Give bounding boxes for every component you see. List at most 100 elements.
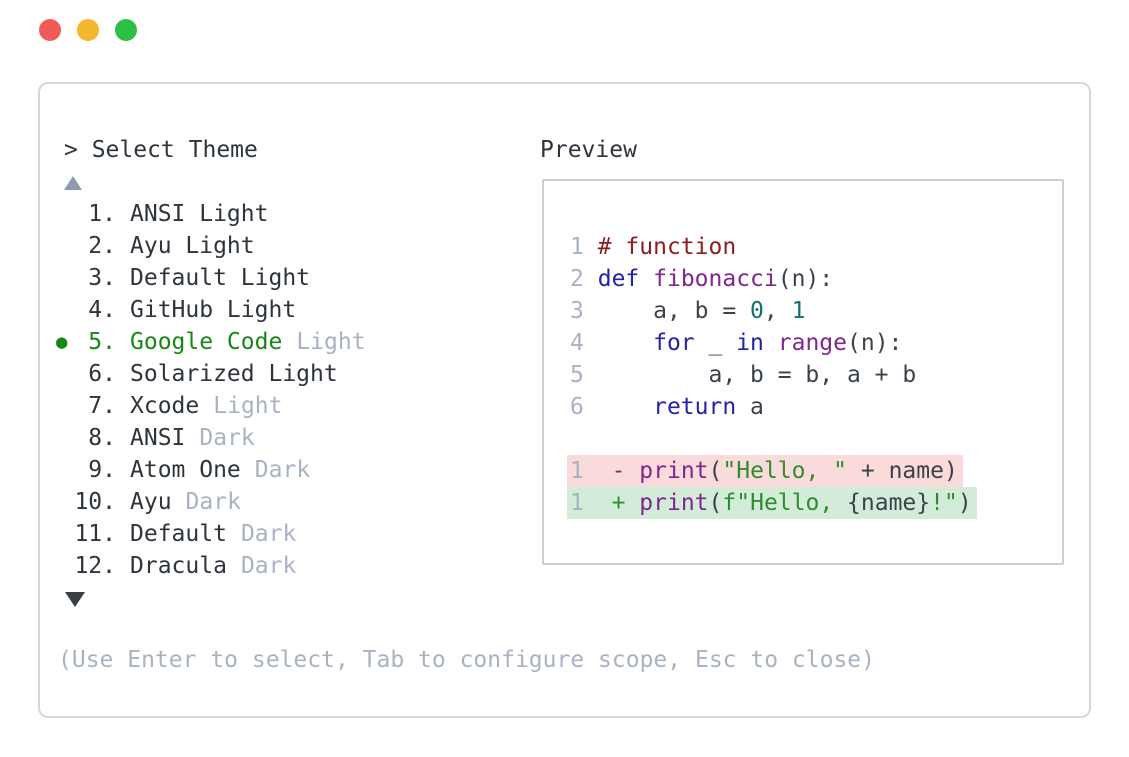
code-token <box>625 458 639 484</box>
preview-label: Preview <box>540 137 637 163</box>
keyboard-hint: (Use Enter to select, Tab to configure s… <box>58 647 875 673</box>
theme-name: ANSI Light <box>130 201 269 227</box>
code-token <box>598 394 653 420</box>
theme-picker-dialog: > Select Theme 1. ANSI Light 2. Ayu Light 3.… <box>38 82 1091 718</box>
theme-variant: Dark <box>254 457 311 483</box>
theme-name: Default Light <box>130 265 311 291</box>
code-token: a, b = <box>597 298 751 324</box>
theme-name: Solarized Light <box>130 361 338 387</box>
theme-variant: Dark <box>185 489 241 515</box>
code-line: 4 for _ in range(n): <box>570 327 977 359</box>
theme-number: 4. <box>88 297 116 323</box>
code-line: 3 a, b = 0, 1 <box>570 295 977 327</box>
theme-name: GitHub Light <box>130 297 297 323</box>
code-line: 5 a, b = b, a + b <box>570 359 977 391</box>
code-token: "Hello, " <box>722 458 848 484</box>
theme-variant: Light <box>213 393 283 419</box>
code-token: , <box>763 298 792 324</box>
theme-option-10[interactable]: 10. Ayu Dark <box>40 486 540 518</box>
diff-line-added: 1 + print(f"Hello, {name}!") <box>567 487 977 519</box>
theme-name: Default <box>130 521 227 547</box>
code-token: - <box>611 458 626 484</box>
scroll-up-indicator-icon[interactable] <box>64 176 82 190</box>
code-token: for <box>653 330 695 356</box>
line-number: 1 <box>570 490 584 516</box>
theme-number: 3. <box>88 265 116 291</box>
theme-number: 8. <box>88 425 116 451</box>
code-token <box>598 330 653 356</box>
code-token: 0 <box>750 298 764 324</box>
theme-option-4[interactable]: 4. GitHub Light <box>40 294 540 326</box>
theme-variant: Dark <box>199 425 255 451</box>
theme-variant: Light <box>296 329 366 355</box>
line-number: 4 <box>570 330 584 356</box>
theme-number: 5. <box>88 329 116 355</box>
code-token: return <box>653 394 737 420</box>
code-line: 1 # function <box>570 231 977 263</box>
theme-option-7[interactable]: 7. Xcode Light <box>40 390 540 422</box>
code-line: 6 return a <box>570 391 977 423</box>
close-button[interactable] <box>39 19 61 41</box>
code-token: print <box>639 490 709 516</box>
maximize-button[interactable] <box>115 19 137 41</box>
code-token <box>639 266 653 292</box>
code-token: a, b = b, a + b <box>597 362 917 388</box>
theme-option-1[interactable]: 1. ANSI Light <box>40 198 540 230</box>
code-token: + <box>611 490 626 516</box>
theme-variant: Dark <box>240 521 297 547</box>
minimize-button[interactable] <box>77 19 99 41</box>
diff-line-removed: 1 - print("Hello, " + name) <box>567 455 977 487</box>
theme-number: 1. <box>88 201 116 227</box>
code-token: f"Hello, <box>722 490 848 516</box>
select-theme-prompt: > Select Theme <box>64 137 258 163</box>
theme-option-2[interactable]: 2. Ayu Light <box>40 230 540 262</box>
code-token: 1 <box>791 298 806 324</box>
code-token: fibonacci <box>653 266 778 292</box>
code-token: ) <box>957 490 972 516</box>
theme-option-12[interactable]: 12. Dracula Dark <box>40 550 540 582</box>
code-token: !" <box>930 490 958 516</box>
theme-option-9[interactable]: 9. Atom One Dark <box>40 454 540 486</box>
code-token: # function <box>597 234 737 260</box>
theme-number: 7. <box>88 393 116 419</box>
theme-variant: Dark <box>240 553 297 579</box>
code-token: a <box>736 394 764 420</box>
theme-number: 2. <box>88 233 116 259</box>
theme-option-5[interactable]: ● 5. Google Code Light <box>40 326 540 358</box>
code-token: _ <box>694 330 737 356</box>
theme-name: Ayu Light <box>130 233 255 259</box>
line-number: 5 <box>570 362 584 388</box>
theme-option-6[interactable]: 6.Solarized Light <box>40 358 540 390</box>
theme-name: Dracula <box>130 553 227 579</box>
code-token <box>625 490 639 516</box>
code-token: ( <box>708 458 723 484</box>
theme-list: 1. ANSI Light 2. Ayu Light 3. Default Light 4.… <box>40 198 540 582</box>
theme-number: 10. <box>74 489 116 515</box>
line-number: 1 <box>570 234 584 260</box>
code-token: def <box>597 266 640 292</box>
code-token: ( <box>708 490 723 516</box>
theme-name: Ayu <box>130 489 172 515</box>
theme-option-3[interactable]: 3. Default Light <box>40 262 540 294</box>
theme-name: Atom One <box>130 457 241 483</box>
scroll-down-indicator-icon[interactable] <box>65 592 85 607</box>
code-token: (n): <box>777 266 834 292</box>
theme-number: 9. <box>88 457 116 483</box>
theme-name: Xcode <box>130 393 200 419</box>
code-token: print <box>639 458 709 484</box>
code-token: in <box>736 330 764 356</box>
code-token <box>598 458 612 484</box>
selected-dot-icon: ● <box>56 331 68 353</box>
code-token: + name) <box>847 458 958 484</box>
code-line: 2 def fibonacci(n): <box>570 263 977 295</box>
code-token: range <box>777 330 848 356</box>
theme-name: Google Code <box>130 329 283 355</box>
theme-number: 12. <box>74 553 116 579</box>
line-number: 6 <box>570 394 584 420</box>
line-number: 1 <box>570 458 584 484</box>
window-controls <box>39 19 137 41</box>
